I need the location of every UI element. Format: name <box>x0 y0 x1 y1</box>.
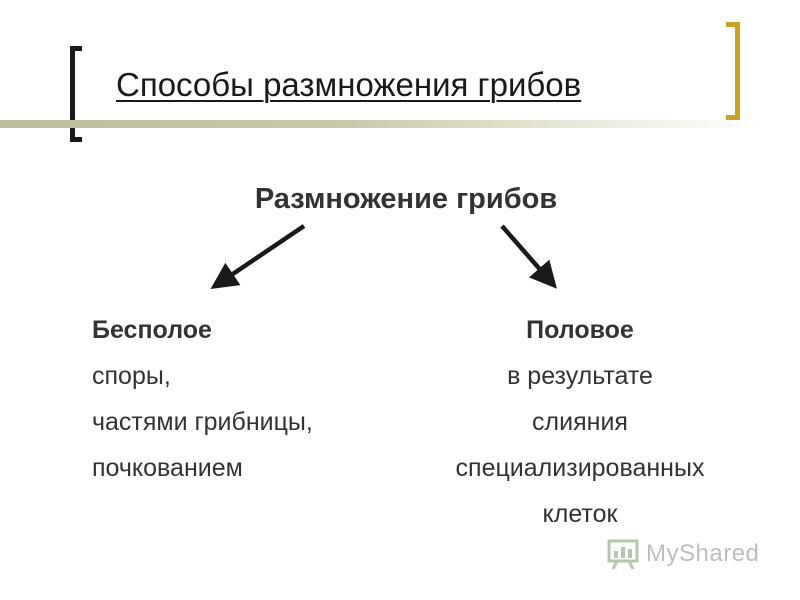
myshared-watermark: MyShared <box>606 537 759 571</box>
diagram-root-node: Размножение грибов <box>254 183 558 215</box>
asexual-item: споры, <box>92 362 171 390</box>
sexual-item: клеток <box>542 500 618 528</box>
asexual-branch: Бесполое споры, частями грибницы, почков… <box>92 307 313 491</box>
asexual-heading: Бесполое <box>92 316 212 344</box>
arrow-to-sexual <box>500 224 557 289</box>
slide-title: Способы размножения грибов <box>116 66 582 103</box>
sexual-item: специализированных <box>455 454 705 482</box>
title-underline-bar <box>0 120 760 128</box>
watermark-text: MyShared <box>646 540 760 567</box>
sexual-item: в результате <box>507 362 653 390</box>
left-bracket-decoration <box>70 46 82 142</box>
sexual-branch: Половое в результате слияния специализир… <box>360 307 800 537</box>
sexual-heading: Половое <box>526 316 634 344</box>
arrow-to-asexual <box>210 224 306 290</box>
asexual-item: почкованием <box>92 454 243 482</box>
sexual-item: слияния <box>532 408 628 436</box>
presentation-board-icon <box>607 539 639 570</box>
asexual-item: частями грибницы, <box>92 408 313 436</box>
right-bracket-decoration <box>726 22 740 120</box>
